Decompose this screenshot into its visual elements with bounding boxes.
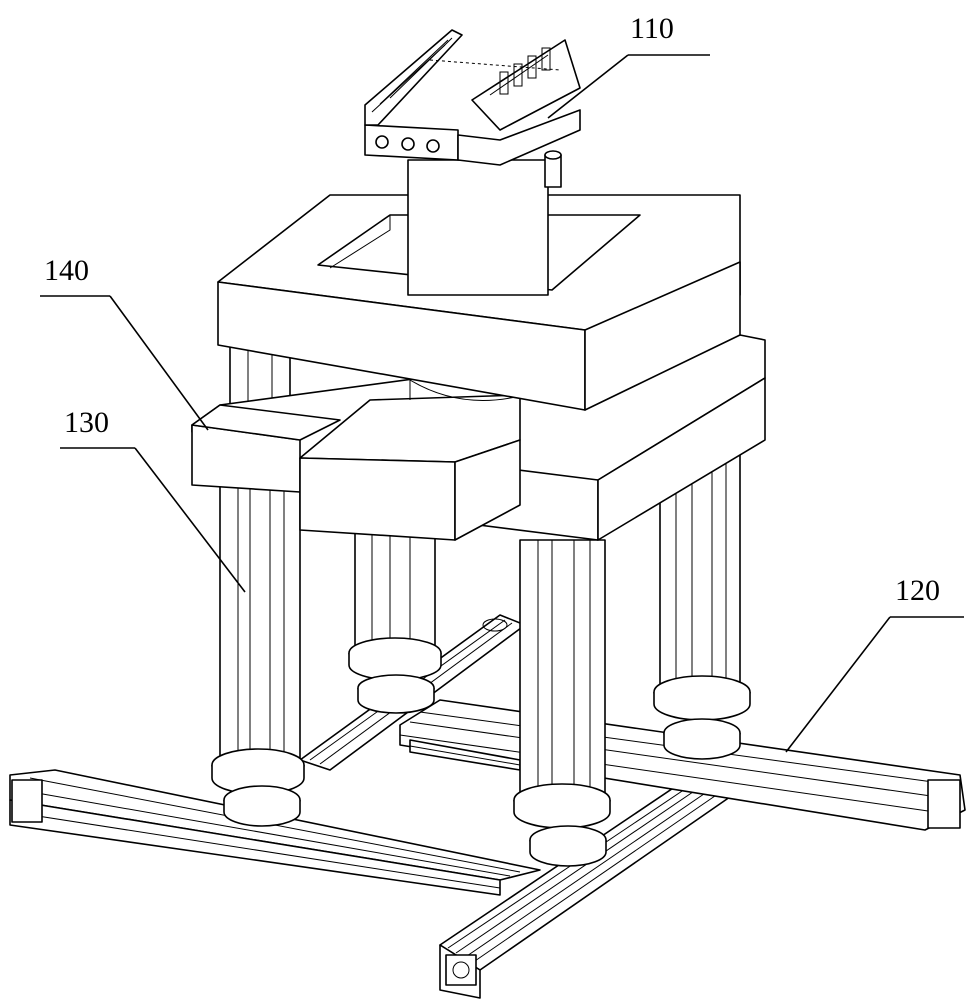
column-front-left: [211, 479, 305, 827]
gripper-assembly: [364, 29, 581, 296]
label-110-group: 110: [547, 12, 710, 119]
base-rail-front: [439, 769, 741, 999]
label-130: 130: [64, 406, 109, 439]
leader-140: [109, 295, 209, 431]
label-130-group: 130: [60, 406, 246, 593]
leader-110: [547, 54, 629, 119]
column-back-left: [348, 529, 442, 714]
column-front-right: [513, 539, 611, 867]
label-120-group: 120: [785, 574, 964, 753]
label-110: 110: [630, 12, 674, 45]
columns: [211, 419, 751, 867]
label-140-group: 140: [40, 254, 209, 431]
leader-130: [134, 447, 246, 593]
label-140: 140: [44, 254, 89, 287]
leader-120: [785, 616, 891, 753]
label-120: 120: [895, 574, 940, 607]
base-frame: [9, 614, 966, 999]
